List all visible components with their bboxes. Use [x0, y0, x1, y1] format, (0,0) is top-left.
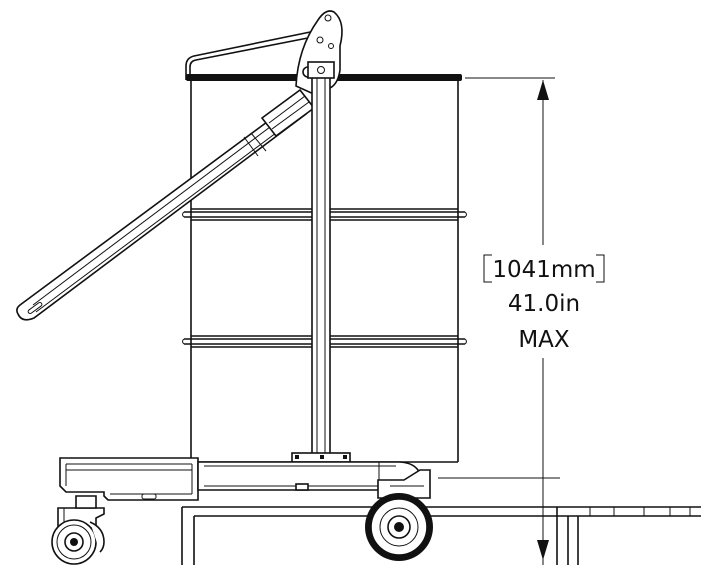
height-dimension-label: 1041mm 41.0in MAX [483, 254, 605, 353]
arrow-up-icon [537, 80, 549, 100]
right-main-wheel [365, 493, 433, 561]
dimension-qualifier: MAX [518, 327, 570, 353]
height-dimension-line [537, 80, 549, 565]
dimension-imperial: 41.0in [508, 291, 580, 317]
left-caster-wheel [51, 495, 105, 565]
arrow-down-icon [537, 540, 549, 560]
base-plate [291, 452, 351, 463]
handle-lever [16, 100, 308, 321]
handle-sleeve [260, 88, 316, 138]
frame-post [307, 61, 335, 459]
dimension-metric: 1041mm [492, 257, 595, 283]
extension-lines [438, 77, 560, 479]
chassis [59, 457, 431, 501]
pallet [181, 506, 701, 565]
